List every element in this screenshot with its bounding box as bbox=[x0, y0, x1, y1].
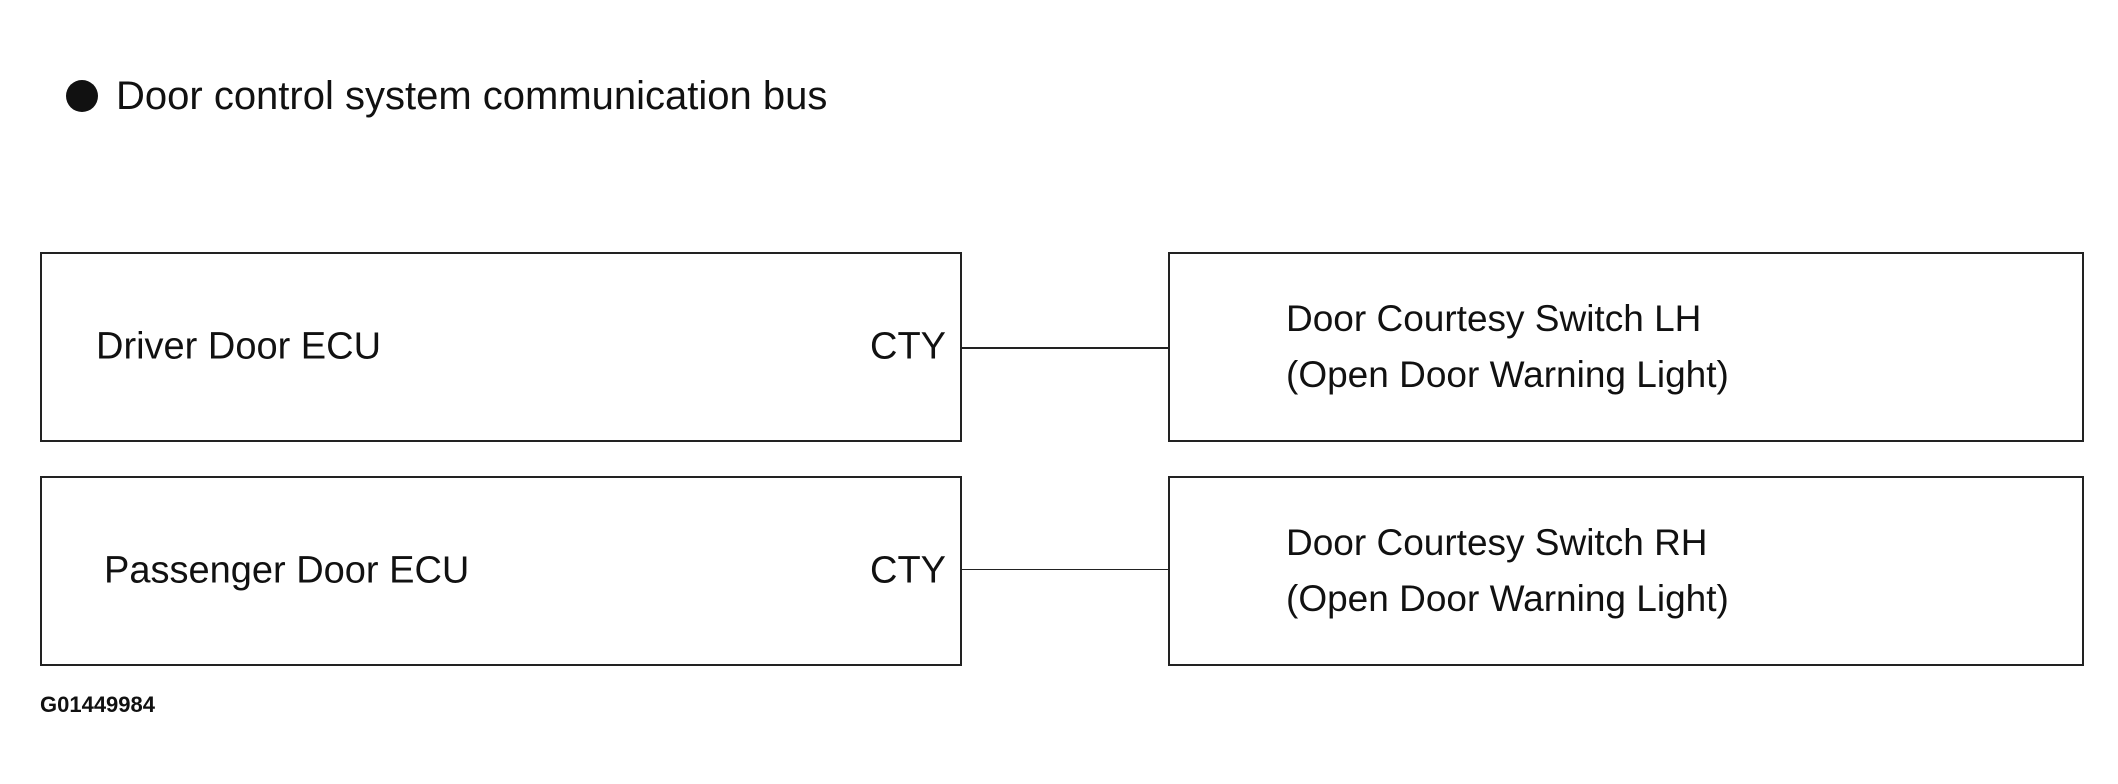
switch-name: Door Courtesy Switch RH bbox=[1286, 522, 1708, 563]
switch-subtitle: (Open Door Warning Light) bbox=[1286, 578, 1729, 619]
passenger-door-ecu-box: Passenger Door ECU CTY bbox=[40, 476, 962, 666]
ecu-label: Driver Door ECU bbox=[96, 325, 382, 368]
door-courtesy-switch-rh-box: Door Courtesy Switch RH (Open Door Warni… bbox=[1168, 476, 2084, 666]
figure-id: G01449984 bbox=[40, 692, 155, 717]
heading-text: Door control system communication bus bbox=[116, 73, 828, 118]
driver-door-ecu-box: Driver Door ECU CTY bbox=[40, 252, 962, 442]
connection-line bbox=[962, 569, 1168, 570]
switch-label: Door Courtesy Switch RH (Open Door Warni… bbox=[1286, 515, 1729, 627]
door-courtesy-switch-lh-box: Door Courtesy Switch LH (Open Door Warni… bbox=[1168, 252, 2084, 442]
terminal-label: CTY bbox=[870, 549, 946, 592]
diagram-heading: Door control system communication bus bbox=[66, 68, 827, 124]
ecu-label: Passenger Door ECU bbox=[104, 549, 470, 592]
filled-circle-icon bbox=[66, 80, 98, 112]
terminal-label: CTY bbox=[870, 325, 946, 368]
switch-subtitle: (Open Door Warning Light) bbox=[1286, 354, 1729, 395]
switch-label: Door Courtesy Switch LH (Open Door Warni… bbox=[1286, 291, 1729, 403]
connection-line bbox=[962, 347, 1168, 349]
switch-name: Door Courtesy Switch LH bbox=[1286, 298, 1702, 339]
